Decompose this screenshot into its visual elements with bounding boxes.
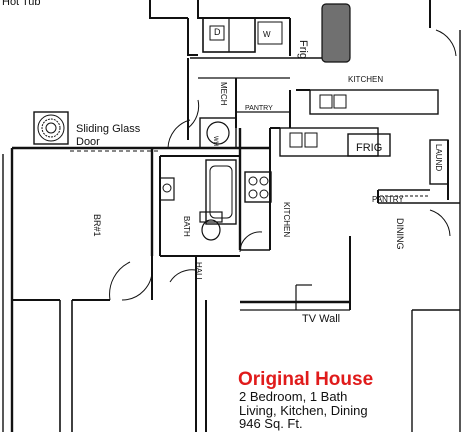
dining-label: DINING <box>395 218 405 250</box>
hall-label: HALL <box>194 262 203 283</box>
plan-detail-rooms: 2 Bedroom, 1 Bath <box>239 389 348 404</box>
hot-tub-label: Hot Tub <box>2 0 41 8</box>
plan-detail-spaces: Living, Kitchen, Dining <box>239 402 368 418</box>
pantry-top-label: PANTRY <box>245 105 273 112</box>
sliding-glass-label: Sliding Glass <box>76 123 141 135</box>
hot-tub-fan-icon <box>33 111 69 145</box>
tv-wall-label: TV Wall <box>302 313 340 325</box>
frig-mid-label: FRIG <box>356 142 382 154</box>
dryer-label: D <box>214 27 221 37</box>
bath-label: BATH <box>182 216 191 237</box>
frig-top-label: Frig <box>297 40 309 59</box>
bedroom-label: BR#1 <box>92 214 102 237</box>
walls <box>2 0 461 432</box>
wh-label: WH <box>212 136 218 146</box>
refrigerator-shape <box>321 3 351 63</box>
laund-label: LAUND <box>434 144 443 171</box>
door-label: Door <box>76 136 100 148</box>
pantry-right-label: PANTRY <box>372 195 404 204</box>
plan-details: 2 Bedroom, 1 Bath Living, Kitchen, Dinin… <box>239 390 368 431</box>
plan-title: Original House <box>238 369 374 390</box>
kitchen-vertical-label: KITCHEN <box>282 202 291 237</box>
plan-detail-area: 946 Sq. Ft. <box>239 416 303 431</box>
kitchen-top-label: KITCHEN <box>348 75 383 84</box>
sliding-glass-door <box>70 150 430 197</box>
door-swings <box>109 29 457 301</box>
mech-label: MECH <box>219 82 228 106</box>
washer-label: W <box>263 30 271 39</box>
